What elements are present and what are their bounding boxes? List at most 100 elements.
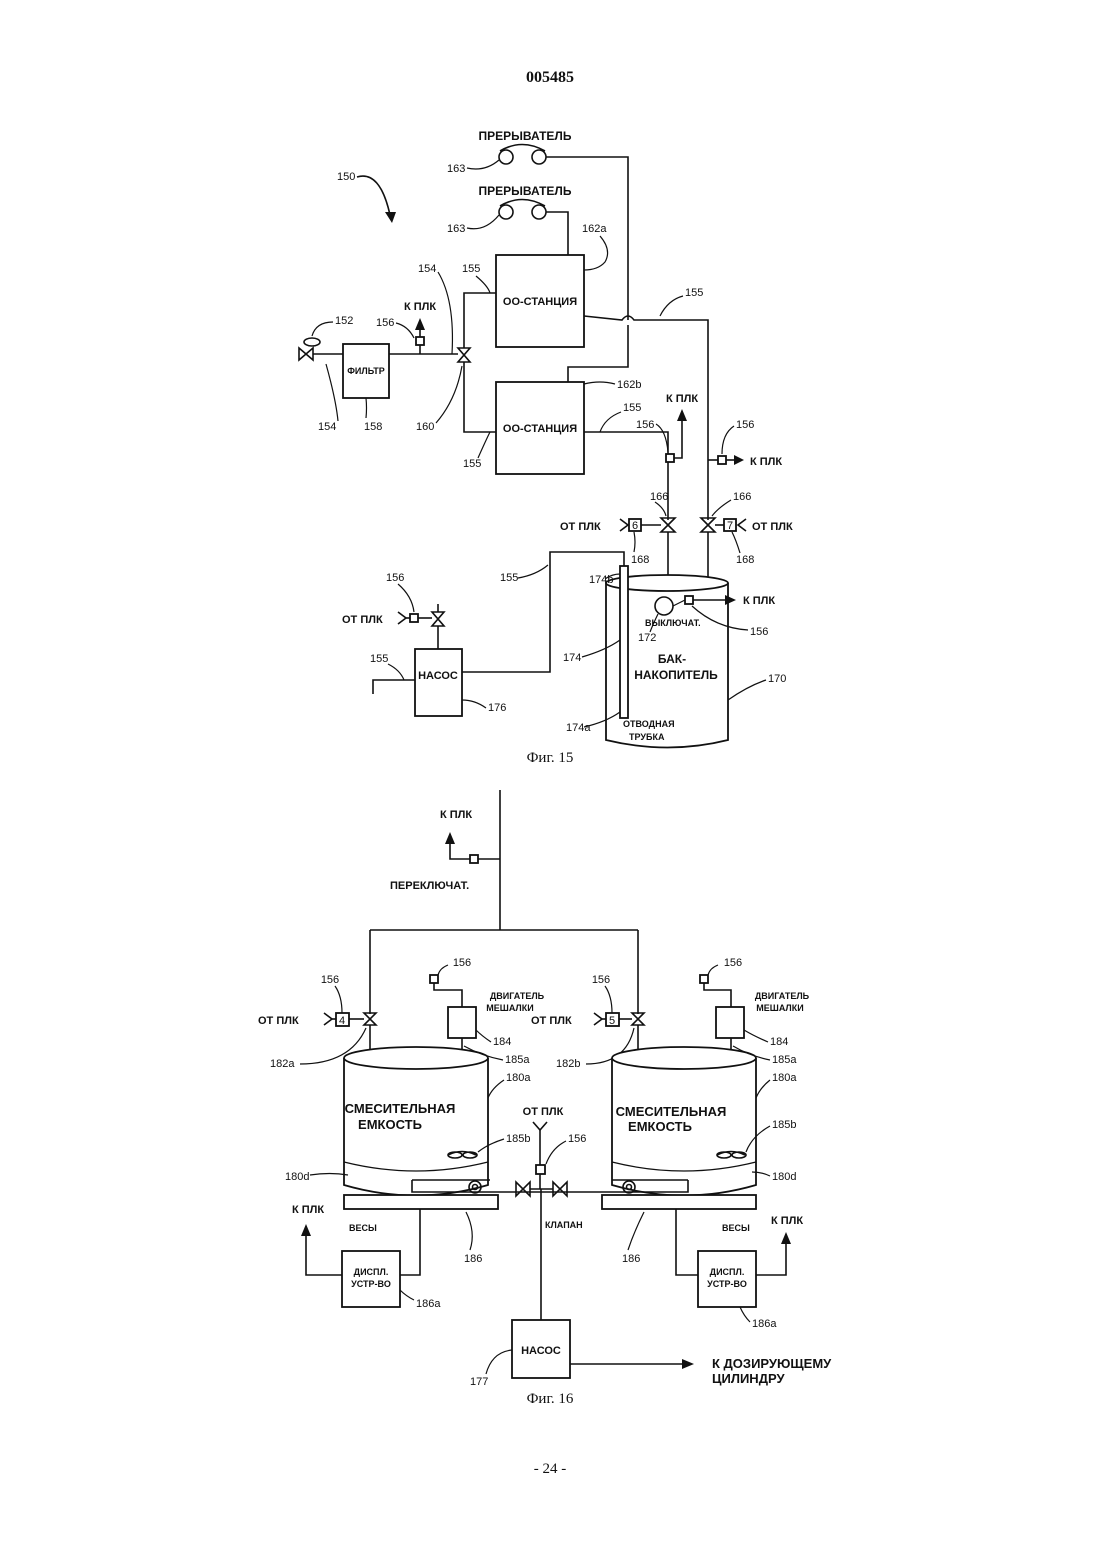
ref-186-left: 186 [464,1253,482,1265]
mix-tank-left-label-1: СМЕСИТЕЛЬНАЯ [345,1101,456,1116]
outlet-tube [620,566,628,718]
ref-156-v4: 156 [321,974,339,986]
valve-4-number: 4 [339,1015,345,1027]
scales-left [344,1195,498,1209]
valve-166-right [701,518,715,532]
breaker-bottom-symbol [499,200,546,220]
ref-156-valve: 156 [568,1133,586,1145]
page-number: - 24 - [534,1461,567,1477]
sensor-156-a [416,337,424,345]
ref-184-right: 184 [770,1036,788,1048]
switch-label-16: ПЕРЕКЛЮЧАТ. [390,880,469,892]
from-plc-6: ОТ ПЛК [560,521,601,533]
fig16-caption: Фиг. 16 [527,1391,574,1407]
ref-186a-right: 186a [752,1318,777,1330]
valve-sensor-156 [536,1165,545,1174]
ref-180d-left: 180d [285,1171,309,1183]
scales-left-label: ВЕСЫ [349,1223,377,1233]
scales-right-label: ВЕСЫ [722,1223,750,1233]
ref-185a-right: 185a [772,1054,797,1066]
ref-168-right: 168 [736,554,754,566]
pump-176-label: НАСОС [418,670,458,682]
ref-156-e: 156 [386,572,404,584]
ref-155-b: 155 [623,402,641,414]
dosing-label-2: ЦИЛИНДРУ [712,1371,785,1386]
ro-station-2-label: ОО-СТАНЦИЯ [503,423,577,435]
display-left-label-1: ДИСПЛ. [354,1267,389,1277]
ro-station-1-label: ОО-СТАНЦИЯ [503,296,577,308]
fig15-caption: Фиг. 15 [527,750,574,766]
outlet-label-2: ТРУБКА [629,732,665,742]
sensor-switch [470,855,478,863]
ref-156-v5: 156 [592,974,610,986]
ref-174: 174 [563,652,581,664]
to-plc-right: К ПЛК [771,1215,803,1227]
splitter-valve-160 [458,348,470,362]
valve-central-left [516,1182,530,1196]
valve-6-number: 6 [632,520,638,532]
filter-label: ФИЛЬТР [347,366,385,376]
pump-176-valve [432,612,444,626]
motor-label-left-2: МЕШАЛКИ [486,1003,533,1013]
motor-left-box [448,1007,476,1038]
mix-tank-left-label-2: ЕМКОСТЬ [358,1117,422,1132]
valve-166-left [661,518,675,532]
ref-184-left: 184 [493,1036,511,1048]
ref-156-b: 156 [636,419,654,431]
pump-176-box [415,649,462,716]
ref-176: 176 [488,702,506,714]
valve-label: КЛАПАН [545,1220,583,1230]
tank-label-1: БАК- [658,652,686,666]
to-plc-fig15-a: К ПЛК [404,301,436,313]
ref-156-m2: 156 [724,957,742,969]
ref-174a: 174a [566,722,591,734]
sensor-156-c [718,456,726,464]
to-plc-fig15-d: К ПЛК [743,595,775,607]
inlet-valve [299,348,313,360]
motor-label-right-1: ДВИГАТЕЛЬ [755,991,810,1001]
from-plc-v4: ОТ ПЛК [258,1015,299,1027]
breaker-top-symbol [499,145,546,165]
ref-172: 172 [638,632,656,644]
ref-186-right: 186 [622,1253,640,1265]
ref-155-f: 155 [370,653,388,665]
ref-150: 150 [337,171,355,183]
ref-168-left: 168 [631,554,649,566]
ref-152: 152 [335,315,353,327]
ref-155-c: 155 [462,263,480,275]
from-plc-7: ОТ ПЛК [752,521,793,533]
figure-15: ПРЕРЫВАТЕЛЬ 163 ПРЕРЫВАТЕЛЬ 163 150 ОО-С… [299,129,793,766]
ref-185b-left: 185b [506,1133,530,1145]
ref-154-a: 154 [318,421,336,433]
figure-16: К ПЛК ПЕРЕКЛЮЧАТ. 156 4 ОТ ПЛК 182a 156 … [258,790,832,1407]
ref-156-c: 156 [736,419,754,431]
ref-180a-right: 180a [772,1072,797,1084]
breaker-label-bottom: ПРЕРЫВАТЕЛЬ [479,184,572,198]
ref-180d-right: 180d [772,1171,796,1183]
ref-160: 160 [416,421,434,433]
ref-186a-left: 186a [416,1298,441,1310]
from-plc-pump: ОТ ПЛК [342,614,383,626]
ref-154-b: 154 [418,263,436,275]
ref-162a: 162a [582,223,607,235]
display-right-label-2: УСТР-ВО [707,1279,747,1289]
valve-central-right [553,1182,567,1196]
valve-5-number: 5 [609,1015,615,1027]
to-plc-switch: К ПЛК [440,809,472,821]
display-left-label-2: УСТР-ВО [351,1279,391,1289]
tank-label-2: НАКОПИТЕЛЬ [634,668,718,682]
from-plc-valve: ОТ ПЛК [523,1106,564,1118]
display-right-label-1: ДИСПЛ. [710,1267,745,1277]
motor-right-box [716,1007,744,1038]
scales-right [602,1195,756,1209]
valve-182b [632,1013,644,1025]
ref-155-a: 155 [685,287,703,299]
breaker-label-top: ПРЕРЫВАТЕЛЬ [479,129,572,143]
ref-155-e: 155 [500,572,518,584]
ref-158: 158 [364,421,382,433]
sensor-156-b [666,454,674,462]
ref-185a-left: 185a [505,1054,530,1066]
ref-166-left: 166 [650,491,668,503]
outlet-label-1: ОТВОДНАЯ [623,719,675,729]
